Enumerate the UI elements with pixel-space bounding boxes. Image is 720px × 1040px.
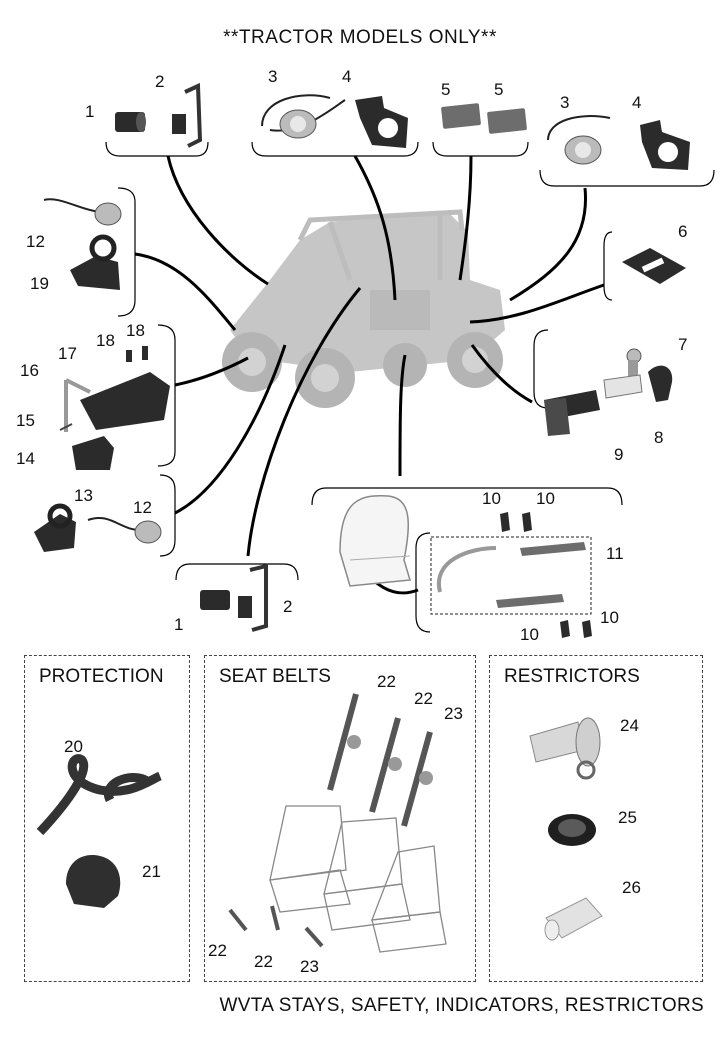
callout-label: 12 (26, 232, 45, 251)
callout-label: 1 (85, 102, 94, 121)
callout-label: 22 (377, 672, 396, 691)
callout-label: 26 (622, 878, 641, 897)
callout-label: 10 (600, 608, 619, 627)
callout-label: 9 (614, 445, 623, 464)
callout-label: 10 (536, 489, 555, 508)
seat-belt-parts (228, 693, 433, 948)
mirror-stay-part (172, 82, 203, 148)
callout-label: 23 (444, 704, 463, 723)
callout-label: 10 (520, 625, 539, 644)
callout-label: 25 (618, 808, 637, 827)
callout-label: 21 (142, 862, 161, 881)
callout-label: 18 (96, 331, 115, 350)
restrictor-pin-part (529, 717, 601, 780)
restrictors-panel-title: RESTRICTORS (504, 666, 640, 687)
light-bracket-part (355, 96, 408, 148)
light-and-stay-left-part (43, 198, 122, 290)
light-with-cable-part (261, 94, 346, 139)
seat-rail-parts (436, 512, 592, 638)
seat-belts-panel-title: SEAT BELTS (219, 666, 331, 687)
callout-label: 6 (678, 222, 687, 241)
group-brackets (105, 141, 715, 633)
callout-label: 14 (16, 449, 35, 468)
utv-vehicle (222, 209, 505, 408)
light-and-stay-lower-part (34, 503, 162, 552)
protection-cap-part (66, 855, 121, 908)
callout-label: 3 (560, 93, 569, 112)
callout-label: 15 (16, 411, 35, 430)
callout-label: 17 (58, 344, 77, 363)
callout-label: 5 (441, 80, 450, 99)
callout-label: 20 (64, 737, 83, 756)
diagram-title: **TRACTOR MODELS ONLY** (223, 27, 497, 48)
callout-label: 4 (342, 67, 351, 86)
callout-label: 13 (74, 486, 93, 505)
callout-label: 16 (20, 361, 39, 380)
restrictor-hex-spacer-part (544, 897, 603, 941)
reflector-parts (441, 103, 527, 134)
callout-label: 19 (30, 274, 49, 293)
sleeve-part (115, 112, 146, 132)
callout-label: 2 (155, 72, 164, 91)
callout-label: 3 (268, 67, 277, 86)
callout-label: 18 (126, 321, 145, 340)
diagram-caption: WVTA STAYS, SAFETY, INDICATORS, RESTRICT… (219, 995, 704, 1016)
leader-lines (134, 155, 605, 595)
seat-belts-panel: SEAT BELTS (204, 655, 476, 982)
callout-label: 8 (654, 428, 663, 447)
callout-labels: 1 2 3 4 5 5 3 4 12 19 6 7 8 9 18 18 17 1… (16, 67, 687, 976)
callout-label: 23 (300, 957, 319, 976)
protection-panel-title: PROTECTION (39, 666, 164, 687)
callout-label: 11 (606, 544, 624, 563)
tow-hitch-parts (544, 348, 673, 436)
callout-label: 2 (283, 597, 292, 616)
light-and-bracket-right-part (547, 115, 690, 170)
callout-label: 22 (414, 689, 433, 708)
restrictor-grommet-part (548, 814, 596, 846)
protection-panel: PROTECTION (24, 655, 190, 982)
bench-seats-part (269, 805, 447, 953)
callout-label: 10 (482, 489, 501, 508)
plate-bracket-part (622, 248, 686, 284)
callout-label: 12 (133, 498, 152, 517)
callout-label: 24 (620, 716, 639, 735)
callout-label: 22 (254, 952, 273, 971)
protection-hose-part (36, 754, 162, 836)
mounting-plate-parts (59, 346, 170, 470)
callout-label: 5 (494, 80, 503, 99)
callout-label: 22 (208, 941, 227, 960)
callout-label: 7 (678, 335, 687, 354)
sleeve-and-mirror-stay-lower-part (200, 563, 268, 632)
restrictors-panel: RESTRICTORS (489, 655, 703, 982)
seat-part (339, 494, 411, 587)
callout-label: 4 (632, 93, 641, 112)
callout-label: 1 (174, 615, 183, 634)
